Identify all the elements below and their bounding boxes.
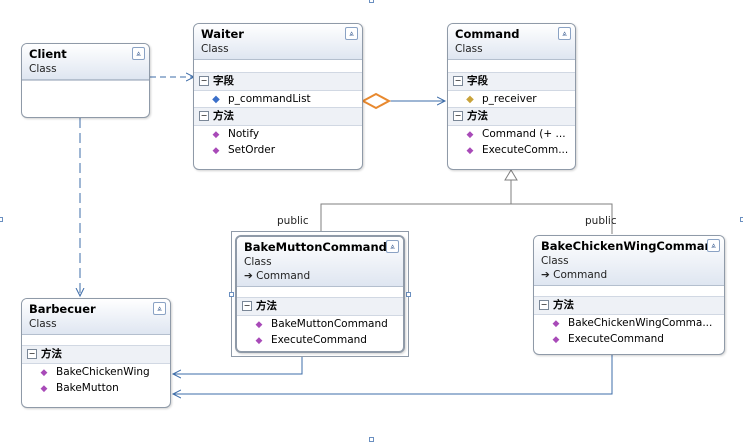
class-waiter[interactable]: Waiter Class ⩓ −字段 ◆p_commandList −方法 ◆N… [193,23,363,170]
class-name: BakeChickenWingCommand [541,239,721,253]
method-icon: ◆ [212,130,220,140]
collapse-section-icon[interactable]: − [199,111,209,121]
class-header: BakeChickenWingCommand Class ➔ Command ⩓ [534,236,724,286]
base-class: ➔ Command [244,270,311,282]
class-client[interactable]: Client Class ⩓ [21,43,150,118]
class-name: Command [455,27,520,41]
class-barbecuer[interactable]: Barbecuer Class ⩓ −方法 ◆BakeChickenWing ◆… [21,298,171,408]
collapse-icon[interactable]: ⩓ [558,27,571,40]
collapse-icon[interactable]: ⩓ [132,47,145,60]
inheritance-label-left: public [277,215,309,227]
class-kind: Class [29,318,57,330]
class-header: BakeMuttonCommand Class ➔ Command ⩓ [237,237,403,287]
method-icon: ◆ [255,336,263,346]
class-name: Barbecuer [29,302,96,316]
class-body [22,80,149,109]
class-kind: Class [541,255,569,267]
association-chicken-barbecuer [173,355,613,394]
field-icon: ◆ [212,94,220,105]
class-kind: Class [244,256,272,268]
collapse-section-icon[interactable]: − [539,300,549,310]
inherits-arrow-icon: ➔ [541,269,554,281]
resize-handle-right[interactable] [406,292,411,297]
class-header: Barbecuer Class ⩓ [22,299,170,335]
collapse-section-icon[interactable]: − [242,301,252,311]
association-mutton-barbecuer [173,357,303,374]
class-command[interactable]: Command Class ⩓ −字段 ◆p_receiver −方法 ◆Com… [447,23,576,170]
collapse-section-icon[interactable]: − [453,76,463,86]
method-item[interactable]: ◆SetOrder [194,142,362,158]
collapse-icon[interactable]: ⩓ [707,239,720,252]
methods-section-header[interactable]: −方法 [22,345,170,364]
collapse-icon[interactable]: ⩓ [153,302,166,315]
method-item[interactable]: ◆ExecuteCommand [534,331,724,347]
class-bake-chicken-wing-command[interactable]: BakeChickenWingCommand Class ➔ Command ⩓… [533,235,725,355]
methods-section-header[interactable]: −方法 [237,297,403,316]
inheritance-line [320,172,613,234]
class-header: Waiter Class ⩓ [194,24,362,60]
method-icon: ◆ [466,146,474,156]
inherits-arrow-icon: ➔ [244,270,257,282]
method-item[interactable]: ◆ExecuteCommand [237,332,403,348]
aggregation-diamond [360,92,392,110]
resize-handle-left[interactable] [0,217,3,222]
collapse-section-icon[interactable]: − [199,76,209,86]
field-item[interactable]: ◆p_receiver [448,91,575,107]
fields-section-header[interactable]: −字段 [448,72,575,91]
method-icon: ◆ [212,146,220,156]
class-header: Command Class ⩓ [448,24,575,60]
collapse-section-icon[interactable]: − [453,111,463,121]
field-item[interactable]: ◆p_commandList [194,91,362,107]
class-kind: Class [455,43,483,55]
method-item[interactable]: ◆Command (+ ... [448,126,575,142]
method-icon: ◆ [466,130,474,140]
methods-section-header[interactable]: −方法 [534,296,724,315]
class-kind: Class [29,63,57,75]
method-icon: ◆ [552,319,560,329]
method-item[interactable]: ◆Notify [194,126,362,142]
method-item[interactable]: ◆BakeMutton [22,380,170,396]
class-bake-mutton-command[interactable]: BakeMuttonCommand Class ➔ Command ⩓ −方法 … [235,235,405,353]
resize-handle-left[interactable] [229,292,234,297]
methods-section-header[interactable]: −方法 [448,107,575,126]
class-header: Client Class ⩓ [22,44,149,80]
resize-handle-right[interactable] [740,217,743,222]
collapse-section-icon[interactable]: − [27,349,37,359]
method-item[interactable]: ◆BakeChickenWingComma... [534,315,724,331]
method-item[interactable]: ◆BakeMuttonCommand [237,316,403,332]
method-icon: ◆ [255,320,263,330]
collapse-icon[interactable]: ⩓ [386,240,399,253]
method-icon: ◆ [40,384,48,394]
inheritance-label-right: public [585,215,617,227]
inheritance-triangle [504,169,518,181]
collapse-icon[interactable]: ⩓ [345,27,358,40]
fields-section-header[interactable]: −字段 [194,72,362,91]
class-name: Client [29,47,67,61]
field-icon: ◆ [466,94,474,105]
method-item[interactable]: ◆BakeChickenWing [22,364,170,380]
resize-handle-top[interactable] [369,0,374,3]
class-name: Waiter [201,27,244,41]
method-item[interactable]: ◆ExecuteComm... [448,142,575,158]
method-icon: ◆ [552,335,560,345]
class-name: BakeMuttonCommand [244,240,387,254]
methods-section-header[interactable]: −方法 [194,107,362,126]
base-class: ➔ Command [541,269,608,281]
class-kind: Class [201,43,229,55]
method-icon: ◆ [40,368,48,378]
